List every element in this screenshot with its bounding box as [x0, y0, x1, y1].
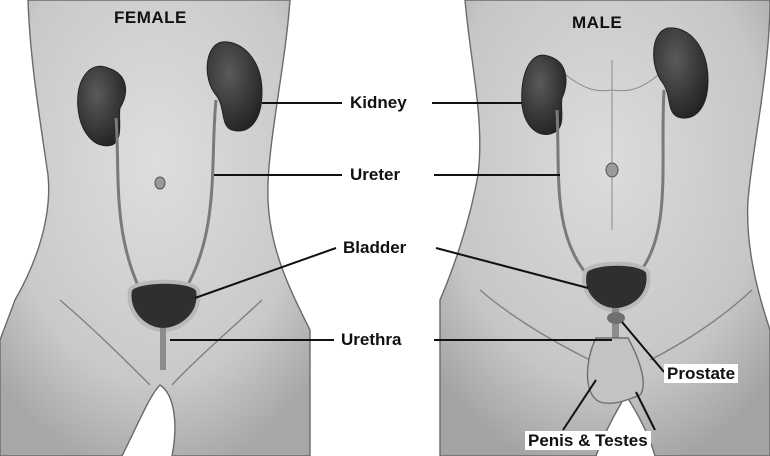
kidney-label: Kidney — [347, 93, 410, 112]
female-urethra — [160, 328, 166, 370]
bladder-label: Bladder — [340, 238, 409, 257]
female-body-outline — [0, 0, 310, 456]
female-navel — [155, 177, 165, 189]
ureter-label: Ureter — [347, 165, 403, 184]
male-torso — [440, 0, 770, 456]
urethra-label: Urethra — [338, 330, 404, 349]
female-leg-gap — [158, 392, 166, 456]
prostate-label: Prostate — [664, 364, 738, 383]
female-torso — [0, 0, 310, 456]
male-navel — [606, 163, 618, 177]
male-bladder — [584, 264, 648, 310]
penis-testes-label: Penis & Testes — [525, 431, 651, 450]
male-title: MALE — [572, 14, 622, 31]
male-kidney-left — [522, 55, 566, 134]
female-title: FEMALE — [114, 9, 187, 26]
